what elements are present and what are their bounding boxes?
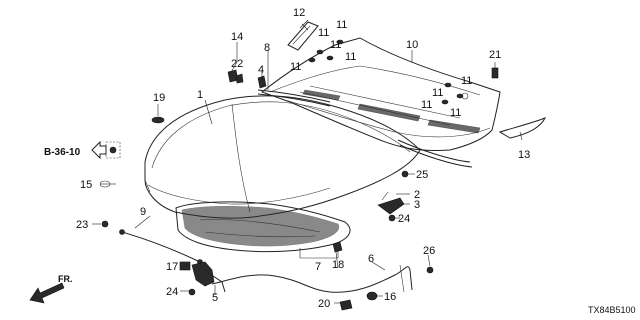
callout-11b: 11 bbox=[318, 27, 329, 39]
callout-11d: 11 bbox=[345, 51, 356, 63]
support-rod bbox=[119, 229, 203, 265]
callout-10: 10 bbox=[406, 39, 418, 51]
callout-11g: 11 bbox=[432, 87, 443, 99]
hood-insulator bbox=[175, 201, 351, 253]
callout-19: 19 bbox=[153, 92, 165, 104]
reference-callout: B-36-10 bbox=[44, 140, 107, 160]
hood-seal-strip bbox=[257, 89, 331, 107]
release-cable bbox=[211, 264, 413, 293]
callout-16: 16 bbox=[384, 291, 396, 303]
callout-14: 14 bbox=[231, 31, 243, 43]
callout-26: 26 bbox=[423, 245, 435, 257]
callout-24a: 24 bbox=[398, 213, 410, 225]
hood-hinge bbox=[377, 191, 405, 215]
callout-11c: 11 bbox=[330, 39, 341, 51]
callout-12: 12 bbox=[293, 7, 305, 19]
front-indicator: FR. bbox=[29, 274, 73, 304]
callout-3: 3 bbox=[414, 199, 420, 211]
callout-13: 13 bbox=[518, 149, 530, 161]
fasteners bbox=[99, 39, 499, 311]
callout-20: 20 bbox=[318, 298, 330, 310]
hood-latch bbox=[179, 261, 226, 293]
diagram-part-code: TX84B5100 bbox=[588, 305, 636, 315]
callout-15: 15 bbox=[80, 179, 92, 191]
callout-1: 1 bbox=[197, 89, 203, 101]
callout-11f: 11 bbox=[461, 75, 472, 87]
callout-11i: 11 bbox=[450, 107, 461, 119]
callout-6: 6 bbox=[368, 253, 374, 265]
callout-22: 22 bbox=[231, 58, 243, 70]
callout-11h: 11 bbox=[421, 99, 432, 111]
callout-18: 18 bbox=[332, 259, 344, 271]
side-seal bbox=[287, 21, 319, 51]
front-label: FR. bbox=[58, 274, 73, 284]
side-trim bbox=[498, 117, 547, 139]
callout-23: 23 bbox=[76, 219, 88, 231]
callout-25: 25 bbox=[416, 169, 428, 181]
callout-8: 8 bbox=[264, 42, 270, 54]
callout-21: 21 bbox=[489, 49, 501, 61]
callout-4: 4 bbox=[258, 64, 264, 76]
arrow-left-icon bbox=[91, 140, 107, 160]
callout-9: 9 bbox=[140, 206, 146, 218]
arrow-left-down-icon bbox=[29, 282, 65, 304]
hood-panel bbox=[144, 95, 421, 219]
leader-lines bbox=[92, 19, 523, 304]
callout-2: 2 bbox=[414, 189, 420, 201]
reference-label: B-36-10 bbox=[44, 147, 81, 158]
callout-11a: 11 bbox=[336, 19, 347, 31]
callout-7: 7 bbox=[315, 261, 321, 273]
callout-24b: 24 bbox=[166, 286, 178, 298]
callout-17: 17 bbox=[166, 261, 178, 273]
callout-11e: 11 bbox=[290, 61, 301, 73]
callout-numbers: 1 2 3 4 5 6 7 8 9 10 11 11 11 11 11 11 1… bbox=[76, 7, 530, 310]
cowl-top-panel bbox=[260, 37, 501, 168]
callout-5: 5 bbox=[212, 292, 218, 304]
